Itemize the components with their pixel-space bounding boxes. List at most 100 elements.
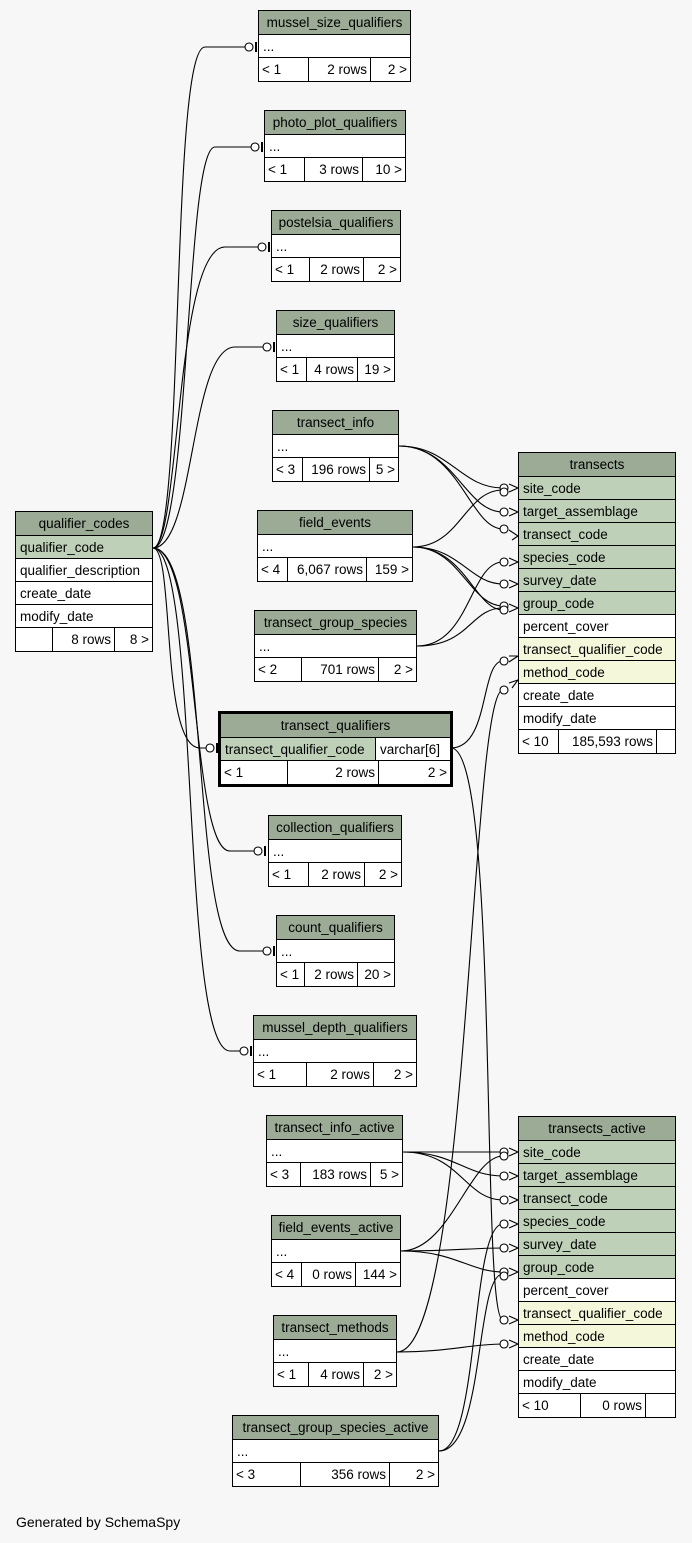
edge-tq-transects (450, 660, 504, 749)
parents-count: < 1 (274, 1363, 309, 1386)
children-count (657, 730, 675, 753)
table-column-foreign-key: method_code (519, 661, 675, 684)
edge-ti-target (398, 445, 504, 513)
table-title[interactable]: mussel_depth_qualifiers (254, 1016, 416, 1040)
generated-by-footer: Generated by SchemaSpy (16, 1514, 181, 1530)
table-counts: < 4 0 rows 144 > (272, 1263, 400, 1286)
edge-mussel-depth (152, 547, 243, 1052)
table-transect-group-species[interactable]: transect_group_species ... < 2 701 rows … (254, 610, 417, 682)
table-title[interactable]: size_qualifiers (277, 311, 394, 335)
table-title[interactable]: transect_info_active (267, 1116, 402, 1140)
parents-count: < 1 (272, 258, 310, 281)
table-column: percent_cover (519, 1279, 675, 1302)
table-title[interactable]: field_events (258, 511, 412, 535)
edge-fea-site (400, 1155, 504, 1252)
table-mussel-depth-qualifiers[interactable]: mussel_depth_qualifiers ... < 1 2 rows 2… (253, 1015, 417, 1087)
table-column-key: survey_date (519, 569, 675, 592)
edge-tgs-group (416, 607, 504, 647)
table-photo-plot-qualifiers[interactable]: photo_plot_qualifiers ... < 1 3 rows 10 … (264, 110, 406, 182)
table-title[interactable]: transect_group_species_active (233, 1416, 438, 1440)
table-column: modify_date (16, 605, 152, 628)
table-transect-methods[interactable]: transect_methods ... < 1 4 rows 2 > (273, 1315, 397, 1387)
table-counts: < 1 3 rows 10 > (265, 158, 405, 181)
table-field-events-active[interactable]: field_events_active ... < 4 0 rows 144 > (271, 1215, 401, 1287)
row-count: 2 rows (309, 58, 371, 81)
table-title[interactable]: field_events_active (272, 1216, 400, 1240)
row-count: 183 rows (301, 1163, 371, 1186)
row-count: 2 rows (288, 761, 379, 784)
table-counts: < 1 2 rows 2 > (272, 258, 400, 281)
table-postelsia-qualifiers[interactable]: postelsia_qualifiers ... < 1 2 rows 2 > (271, 210, 401, 282)
edge-fe-site (412, 489, 504, 548)
table-size-qualifiers[interactable]: size_qualifiers ... < 1 4 rows 19 > (276, 310, 395, 382)
table-title[interactable]: transect_info (273, 411, 398, 435)
edge-tgsa-species (438, 1223, 504, 1452)
children-count: 2 > (378, 867, 398, 882)
table-column-key: group_code (519, 592, 675, 615)
table-counts: < 1 4 rows 19 > (277, 358, 394, 381)
table-transect-info-active[interactable]: transect_info_active ... < 3 183 rows 5 … (266, 1115, 403, 1187)
table-title[interactable]: postelsia_qualifiers (272, 211, 400, 235)
row-count: 196 rows (303, 458, 370, 481)
children-count: 2 > (427, 765, 447, 780)
table-qualifier-codes[interactable]: qualifier_codes qualifier_code qualifier… (15, 511, 153, 652)
table-column-key: site_code (519, 477, 675, 500)
edge-fe-group2 (412, 546, 504, 611)
table-column: ... (274, 1340, 396, 1363)
table-column-key: target_assemblage (519, 1164, 675, 1187)
edge-photo-plot (152, 146, 254, 549)
parents-count (16, 628, 53, 651)
edge-fe-group (412, 546, 504, 607)
table-title[interactable]: transect_methods (274, 1316, 396, 1340)
table-counts: < 10 0 rows (519, 1394, 675, 1417)
table-title[interactable]: transects_active (519, 1117, 675, 1141)
table-count-qualifiers[interactable]: count_qualifiers ... < 1 2 rows 20 > (276, 915, 395, 987)
parents-count: < 1 (254, 1063, 307, 1086)
table-column: modify_date (519, 707, 675, 730)
table-counts: 8 rows 8 > (16, 628, 152, 651)
table-field-events[interactable]: field_events ... < 4 6,067 rows 159 > (257, 510, 413, 582)
table-transect-qualifiers[interactable]: transect_qualifiers transect_qualifier_c… (218, 711, 453, 787)
edge-fea-group (400, 1250, 504, 1273)
row-count: 2 rows (309, 863, 365, 886)
edge-fea-survey (400, 1247, 504, 1252)
table-title[interactable]: transect_qualifiers (221, 714, 450, 738)
edge-tgs-species (416, 561, 504, 647)
table-transects-active[interactable]: transects_active site_code target_assemb… (518, 1116, 676, 1418)
table-title[interactable]: collection_qualifiers (269, 816, 401, 840)
children-count: 2 > (377, 262, 397, 277)
table-column: ... (272, 1240, 400, 1263)
table-title[interactable]: photo_plot_qualifiers (265, 111, 405, 135)
edge-tia-transect (402, 1151, 504, 1201)
children-count: 5 > (375, 462, 395, 477)
children-count: 20 > (364, 967, 391, 982)
table-title[interactable]: mussel_size_qualifiers (259, 11, 410, 35)
table-column: ... (255, 635, 416, 658)
table-column: ... (254, 1040, 416, 1063)
edge-size (152, 346, 266, 549)
table-title[interactable]: count_qualifiers (277, 916, 394, 940)
row-count: 185,593 rows (559, 730, 657, 753)
table-title[interactable]: qualifier_codes (16, 512, 152, 536)
table-title[interactable]: transect_group_species (255, 611, 416, 635)
edge-collection (152, 547, 257, 852)
table-collection-qualifiers[interactable]: collection_qualifiers ... < 1 2 rows 2 > (268, 815, 402, 887)
table-title[interactable]: transects (519, 453, 675, 477)
table-mussel-size-qualifiers[interactable]: mussel_size_qualifiers ... < 1 2 rows 2 … (258, 10, 411, 82)
table-column-key-row: transect_qualifier_code varchar[6] (221, 738, 450, 761)
parents-count: < 3 (267, 1163, 301, 1186)
row-count: 2 rows (307, 1063, 374, 1086)
parents-count: < 1 (221, 761, 288, 784)
parents-count: < 1 (277, 963, 305, 986)
table-transects[interactable]: transects site_code target_assemblage tr… (518, 452, 676, 754)
table-transect-group-species-active[interactable]: transect_group_species_active ... < 3 35… (232, 1415, 439, 1487)
children-count: 159 > (374, 562, 409, 577)
edge-ti-transect (398, 445, 504, 530)
children-count: 2 > (373, 1367, 393, 1382)
edge-tq-active (450, 747, 504, 1321)
table-transect-info[interactable]: transect_info ... < 3 196 rows 5 > (272, 410, 399, 482)
table-column: percent_cover (519, 615, 675, 638)
table-column: ... (277, 940, 394, 963)
table-column-key: qualifier_code (16, 536, 152, 559)
parents-count: < 4 (258, 558, 288, 581)
